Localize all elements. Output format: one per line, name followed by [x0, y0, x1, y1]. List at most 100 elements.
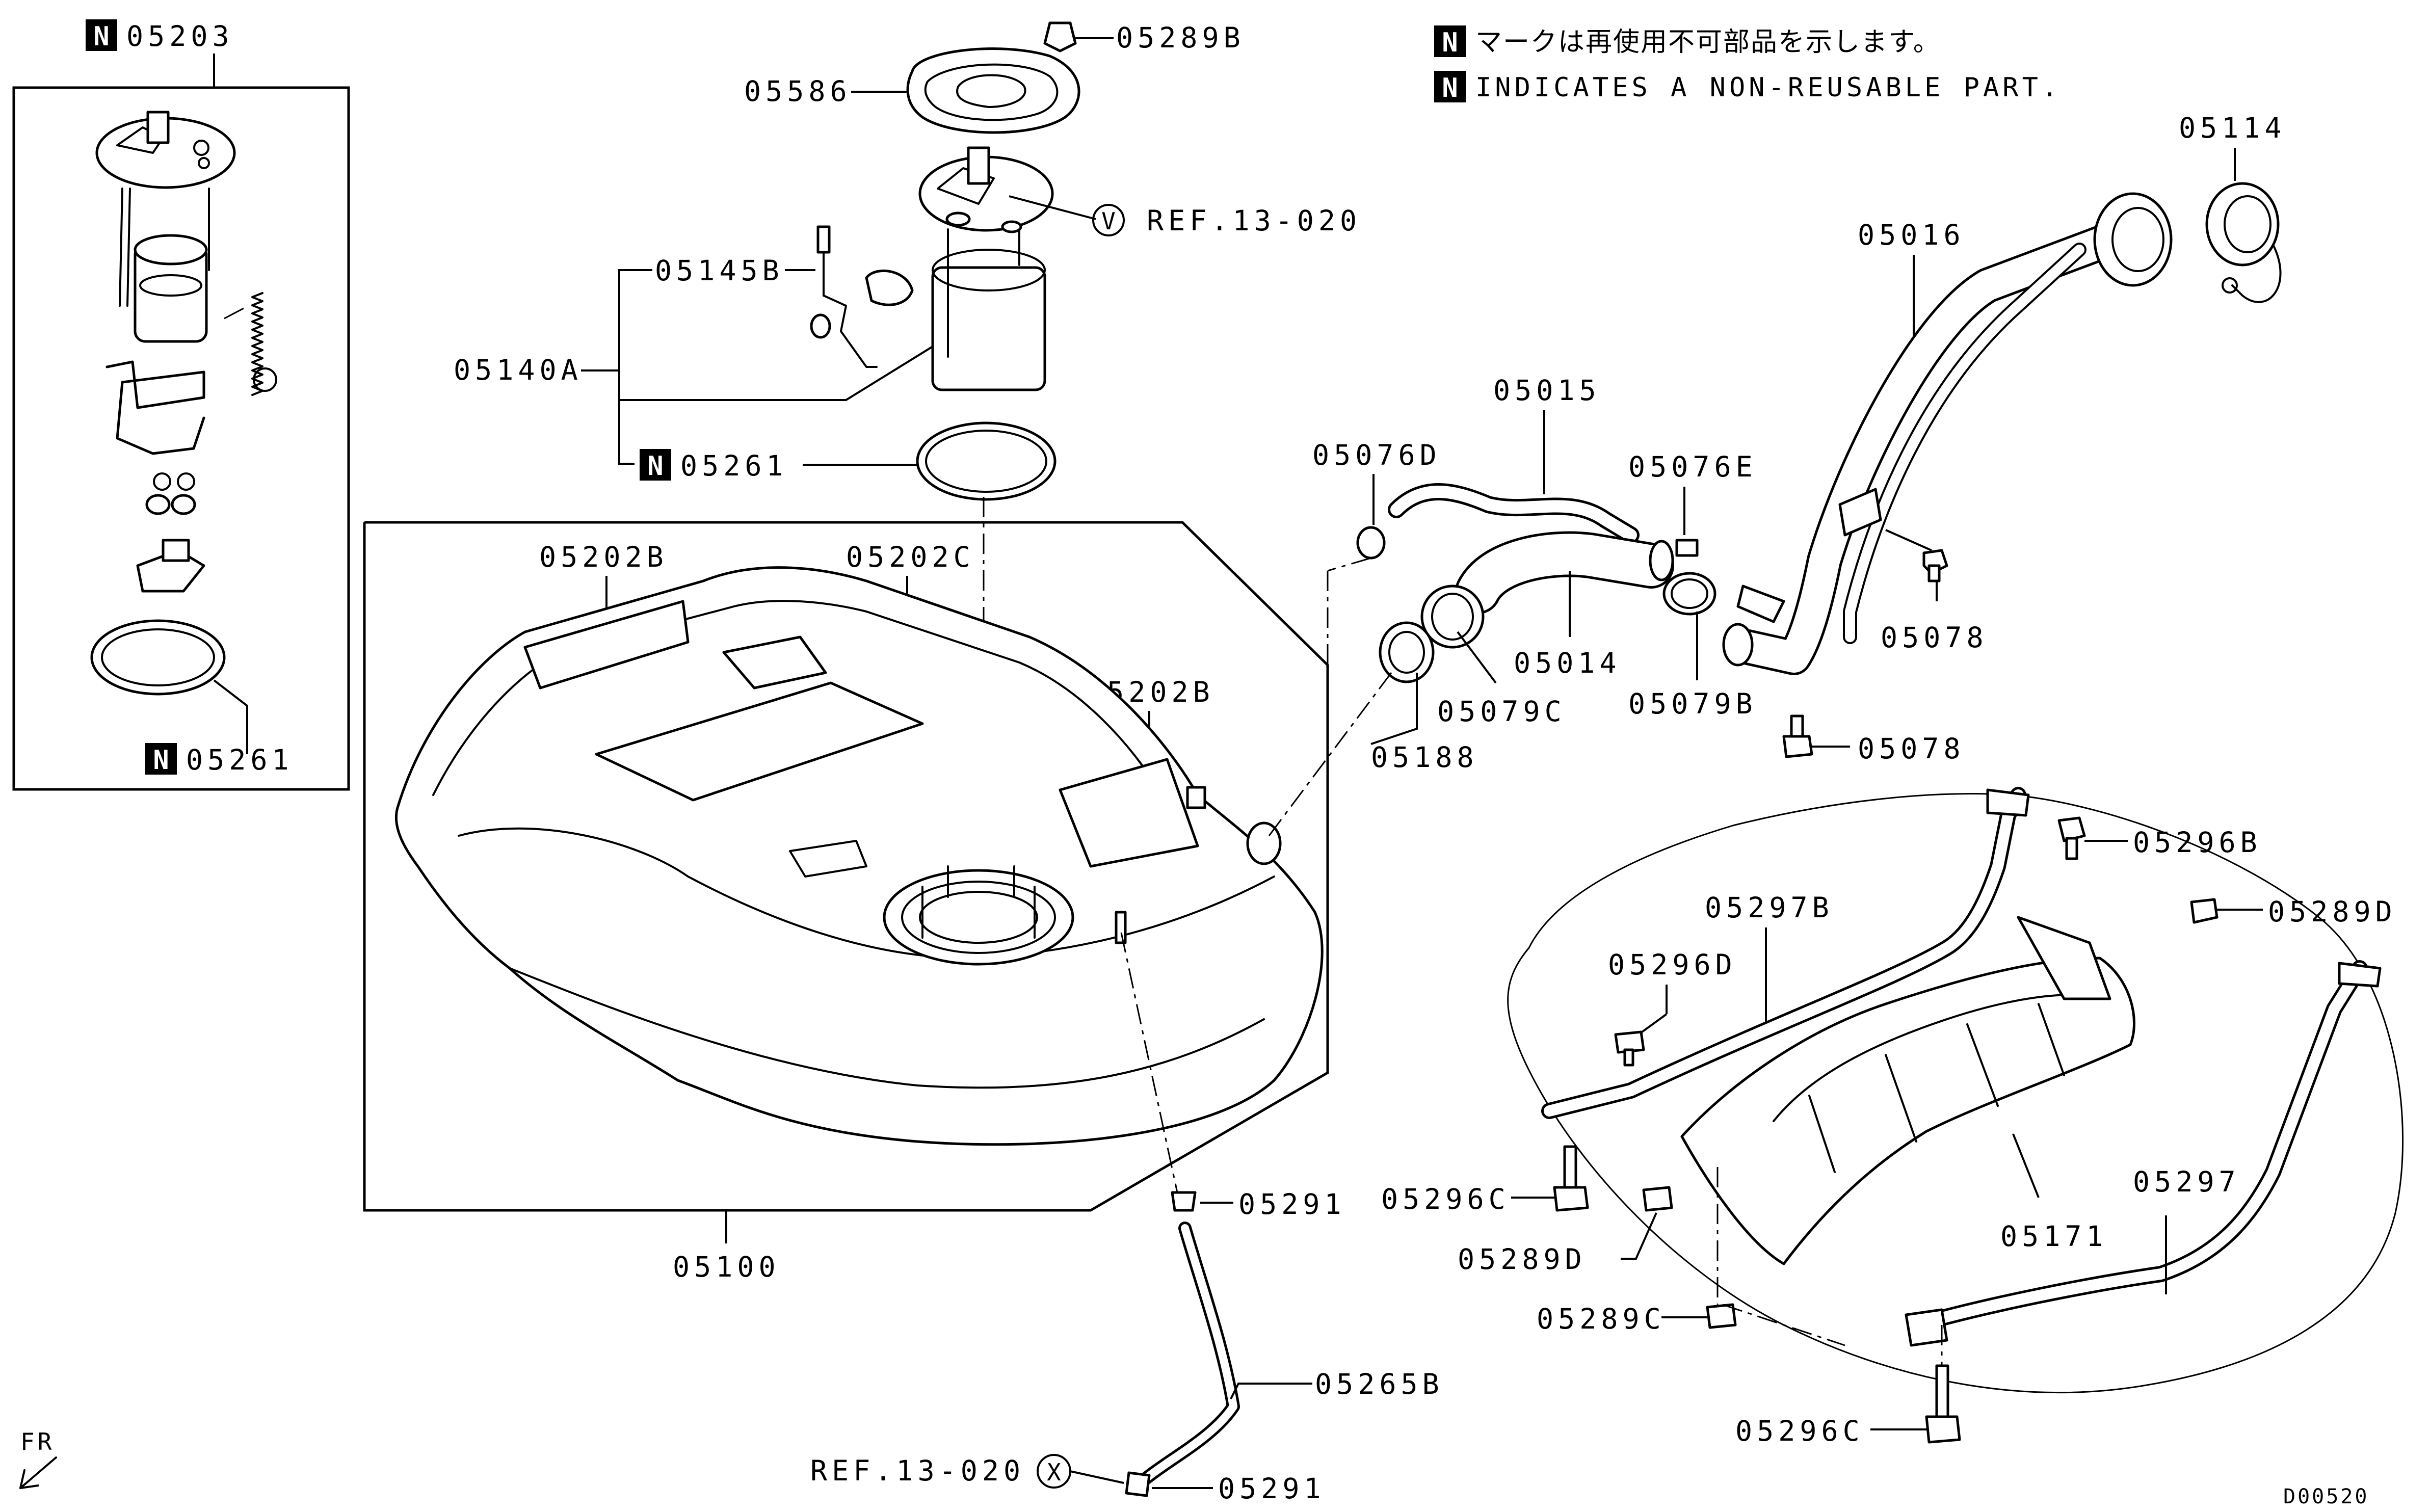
- dashed-guide: [1120, 932, 1178, 1193]
- part-label-05586[interactable]: 05586: [744, 75, 852, 108]
- part-label-05078[interactable]: 05078: [1881, 621, 1988, 654]
- vent-hose-illustration: [1125, 1191, 1240, 1497]
- bolt-05296C-b-icon: [1925, 1364, 1961, 1444]
- bolt-05078-a-icon: [1922, 549, 1948, 582]
- svg-text:N: N: [1442, 73, 1458, 103]
- callout-05261-main[interactable]: N 05261: [640, 449, 788, 482]
- leader-line: [619, 346, 934, 401]
- part-label-05076D[interactable]: 05076D: [1312, 439, 1441, 471]
- part-label-05289D-2[interactable]: 05289D: [1458, 1243, 1587, 1276]
- note-en-text: INDICATES A NON-REUSABLE PART.: [1475, 72, 2061, 103]
- leader-line: [1457, 631, 1497, 684]
- leader-line: [618, 269, 652, 465]
- svg-text:N: N: [93, 21, 109, 52]
- ref-circle-icon: [1092, 204, 1125, 236]
- part-label-05289C[interactable]: 05289C: [1537, 1303, 1666, 1335]
- part-label-05261: 05261: [186, 744, 294, 776]
- tank-outline-illustration: [1507, 793, 2404, 1394]
- part-label-05171[interactable]: 05171: [2000, 1220, 2108, 1253]
- note-jp-text: マークは再使用不可部品を示します。: [1475, 27, 1941, 58]
- leader-line: [2012, 1133, 2040, 1198]
- part-label-05076E[interactable]: 05076E: [1628, 450, 1757, 483]
- bolt-05296D-icon: [1614, 1030, 1645, 1067]
- leader-line: [1621, 1212, 1657, 1260]
- leader-line: [1370, 673, 1418, 745]
- hose-05014-illustration: [1379, 531, 1716, 683]
- part-label-05188[interactable]: 05188: [1371, 741, 1478, 774]
- front-direction-indicator: FR: [19, 1428, 57, 1489]
- gasket-illustration: [916, 421, 1056, 501]
- part-label-05140A[interactable]: 05140A: [454, 354, 583, 386]
- bolt-05296C-a-icon: [1553, 1145, 1589, 1212]
- part-label-05291[interactable]: 05291: [1238, 1188, 1346, 1221]
- leader-line: [1009, 195, 1096, 220]
- part-label-05079B[interactable]: 05079B: [1628, 687, 1757, 720]
- non-reusable-badge-icon: [640, 449, 671, 481]
- part-label-05078-2[interactable]: 05078: [1858, 732, 1965, 765]
- part-label-05291-2[interactable]: 05291: [1218, 1472, 1326, 1505]
- bolt-05078-b-icon: [1782, 714, 1813, 758]
- callout-05261-box[interactable]: N 05261: [145, 743, 294, 776]
- pump-assembly-illustration: [90, 111, 277, 696]
- ref-label-x: REF.13-020: [810, 1454, 1025, 1487]
- part-label-05265B[interactable]: 05265B: [1315, 1368, 1444, 1400]
- ref-13-020-v[interactable]: V REF.13-020: [1092, 204, 1361, 237]
- part-label-05016[interactable]: 05016: [1858, 219, 1965, 251]
- non-reusable-badge-icon: [1434, 25, 1466, 57]
- part-label-05114[interactable]: 05114: [2179, 112, 2286, 144]
- cover-plate-illustration: [906, 21, 1080, 134]
- svg-text:N: N: [153, 745, 169, 776]
- arrow-down-left-icon: [19, 1456, 57, 1489]
- part-label-05203: 05203: [126, 20, 234, 52]
- part-label-05079C[interactable]: 05079C: [1437, 695, 1566, 728]
- part-label-05297[interactable]: 05297: [2133, 1165, 2240, 1198]
- pump-module-illustration: [918, 146, 1054, 391]
- fr-label: FR: [20, 1428, 55, 1455]
- fuel-tank-illustration: [394, 566, 1324, 1146]
- shield-05171-illustration: [1680, 916, 2135, 1265]
- tank-detail-box: [363, 521, 1329, 1212]
- part-label-05296D[interactable]: 05296D: [1608, 948, 1737, 981]
- part-label-05297B[interactable]: 05297B: [1705, 891, 1834, 924]
- filler-neck-illustration: [1722, 192, 2173, 675]
- part-label-05202B[interactable]: 05202B: [539, 541, 668, 573]
- non-reusable-badge-icon: [86, 19, 117, 51]
- pump-detail-box: [12, 86, 350, 791]
- svg-text:N: N: [1442, 28, 1458, 58]
- callout-05203[interactable]: N 05203: [86, 19, 234, 52]
- part-label-05289B[interactable]: 05289B: [1116, 21, 1245, 54]
- nut-05289D-a-icon: [2190, 898, 2218, 924]
- dashed-guide: [1268, 672, 1392, 836]
- part-label-05145B[interactable]: 05145B: [655, 254, 784, 287]
- part-label-05014[interactable]: 05014: [1514, 647, 1621, 679]
- strap-05297-illustration: [1905, 960, 2382, 1347]
- bolt-05296B-icon: [2057, 816, 2086, 860]
- sender-unit-illustration: [810, 225, 914, 368]
- leader-line: [1637, 1013, 1668, 1036]
- part-label-05296C-2[interactable]: 05296C: [1735, 1415, 1864, 1447]
- non-reusable-badge-icon: [1434, 71, 1466, 102]
- leader-line: [1230, 1383, 1312, 1399]
- part-label-05100[interactable]: 05100: [673, 1251, 780, 1283]
- legend-note-jp: N マークは再使用不可部品を示します。: [1434, 25, 1941, 58]
- nut-05289D-b-icon: [1642, 1186, 1673, 1212]
- leader-line: [213, 679, 248, 754]
- strap-05297B-illustration: [1541, 787, 2030, 1119]
- ref-13-020-x[interactable]: REF.13-020 X: [810, 1454, 1071, 1489]
- part-label-05296C[interactable]: 05296C: [1381, 1183, 1510, 1215]
- drawing-number: D00520: [2283, 1485, 2369, 1508]
- dashed-guide: [1327, 557, 1371, 572]
- dashed-guide: [1722, 1304, 1845, 1346]
- part-label-05296B[interactable]: 05296B: [2133, 826, 2262, 859]
- svg-text:X: X: [1047, 1458, 1061, 1486]
- leader-line: [1885, 529, 1932, 551]
- part-label-05202C[interactable]: 05202C: [846, 541, 975, 573]
- non-reusable-badge-icon: [145, 743, 177, 775]
- part-label-05261-main: 05261: [680, 449, 788, 482]
- ref-label-v: REF.13-020: [1147, 204, 1361, 237]
- fuel-cap-illustration: [2205, 182, 2282, 303]
- legend-note-en: N INDICATES A NON-REUSABLE PART.: [1434, 71, 2061, 103]
- part-label-05289D[interactable]: 05289D: [2268, 895, 2397, 928]
- part-label-05015[interactable]: 05015: [1493, 374, 1601, 407]
